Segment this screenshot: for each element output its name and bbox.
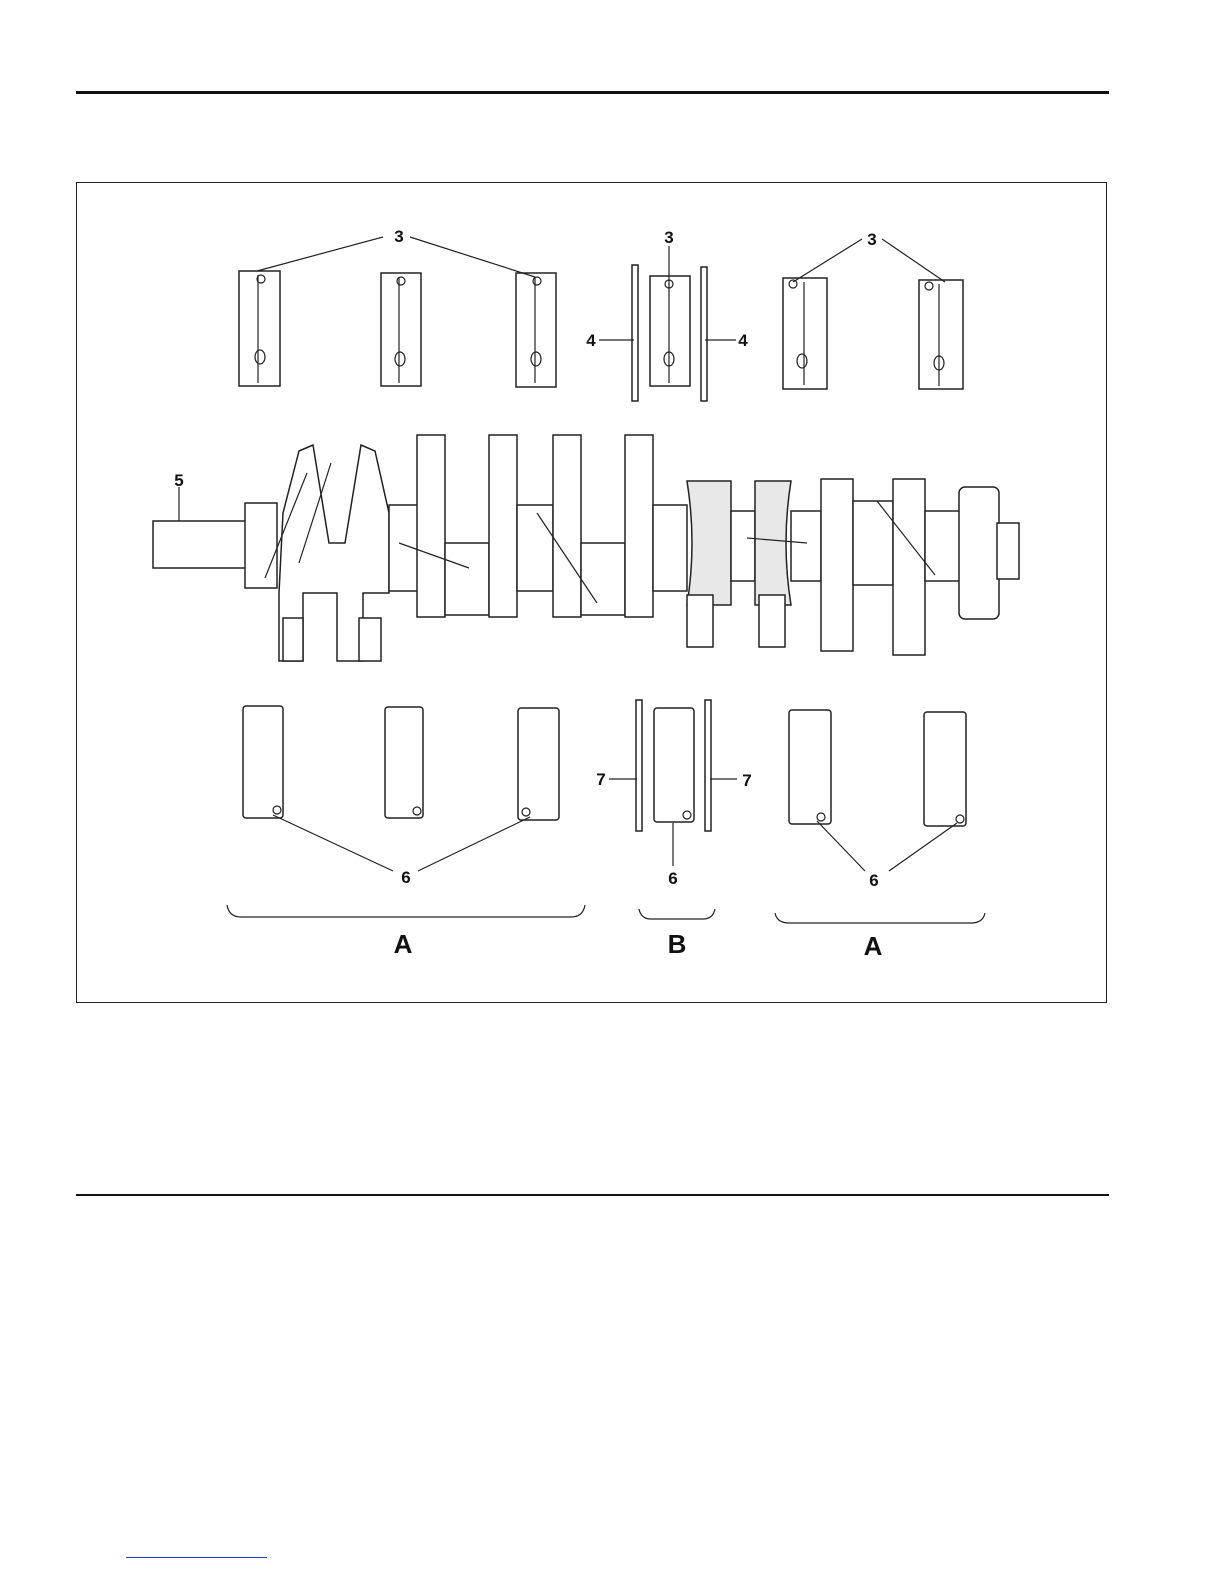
group-brace-center	[639, 909, 715, 919]
group-label-left: A	[394, 929, 413, 959]
lower-bearing-1	[243, 706, 283, 818]
upper-bearing-1	[239, 271, 280, 386]
callout-6-center: 6	[668, 869, 677, 888]
group-label-center: B	[668, 929, 687, 959]
lower-bearing-center	[654, 708, 694, 822]
group-brace-left	[227, 905, 585, 917]
lower-bearing-3	[518, 708, 559, 820]
upper-bearing-4	[783, 278, 827, 389]
callout-4-right: 4	[738, 331, 748, 350]
callout-7-right: 7	[742, 771, 751, 790]
group-brace-right	[775, 913, 985, 923]
thrust-washer-upper-right	[701, 267, 707, 401]
upper-bearing-2	[381, 273, 421, 386]
upper-callout-leaders	[257, 237, 945, 340]
crankshaft-exploded-diagram: 3 3 3 4 4 5 7 7 6 6 6 A B A	[77, 183, 1108, 1004]
callout-3-right: 3	[867, 230, 876, 249]
callout-4-left: 4	[586, 331, 596, 350]
lower-callout-leaders	[273, 779, 957, 871]
lower-bearing-4	[789, 710, 831, 824]
top-rule	[76, 91, 1109, 94]
callout-3-center: 3	[664, 228, 673, 247]
thrust-washer-lower-left	[636, 700, 642, 831]
lower-bearing-5	[924, 712, 966, 826]
thrust-washer-lower-right	[705, 700, 711, 831]
thrust-washer-upper-left	[632, 265, 638, 401]
bottom-rule	[76, 1194, 1109, 1196]
group-label-right: A	[864, 931, 883, 961]
callout-7-left: 7	[596, 770, 605, 789]
figure-frame: 3 3 3 4 4 5 7 7 6 6 6 A B A	[76, 182, 1107, 1003]
crankshaft	[153, 435, 1019, 661]
callout-5: 5	[174, 471, 183, 490]
callout-6-left: 6	[401, 868, 410, 887]
footer-link-underline[interactable]	[126, 1557, 267, 1558]
upper-bearing-3	[516, 273, 556, 387]
upper-bearing-center	[650, 276, 690, 386]
upper-bearing-5	[919, 280, 963, 389]
callout-3-left: 3	[394, 227, 403, 246]
callout-6-right: 6	[869, 871, 878, 890]
lower-bearing-2	[385, 707, 423, 818]
